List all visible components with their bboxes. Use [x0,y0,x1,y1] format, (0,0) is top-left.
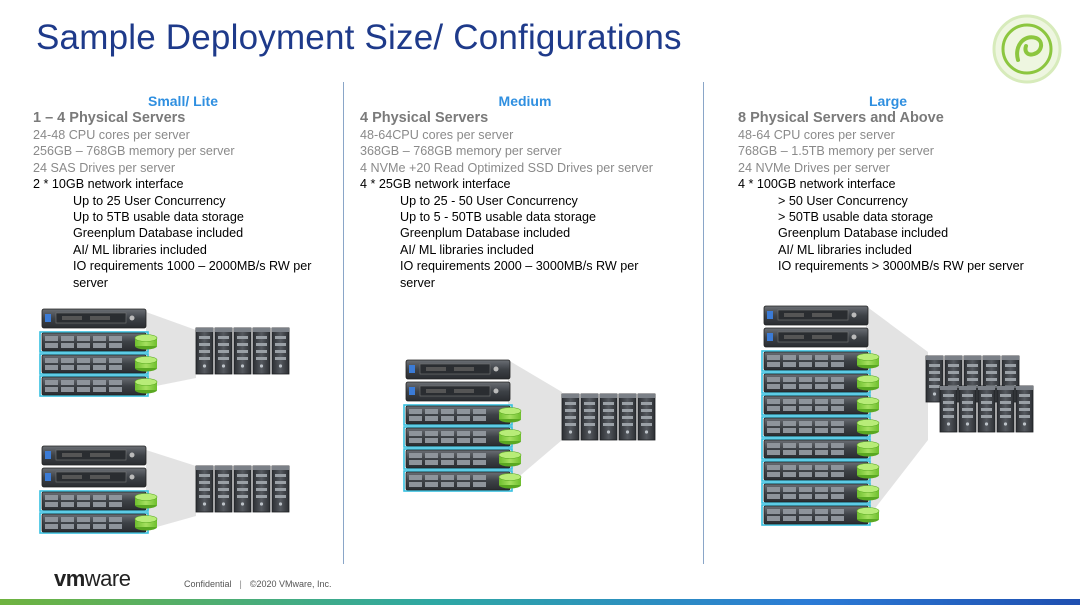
spec-cpu: 24-48 CPU cores per server [33,128,190,142]
column-large: Large 8 Physical Servers and Above 48-64… [738,92,1068,275]
spec-drives: 24 SAS Drives per server [33,160,176,175]
feature-item: Greenplum Database included [778,226,949,241]
network-interface: 4 * 100GB network interface [738,177,896,192]
column-medium: Medium 4 Physical Servers 48-64CPU cores… [360,92,690,291]
feature-item: IO requirements 1000 – 2000MB/s RW per s… [73,259,312,290]
footer-text: Confidential|©2020 VMware, Inc. [184,579,332,589]
confidential-label: Confidential [184,579,232,589]
network-interface: 2 * 10GB network interface [33,177,184,192]
server-count: 4 Physical Servers [360,110,489,126]
feature-item: Up to 5TB usable data storage [73,210,244,225]
spec-memory: 368GB – 768GB memory per server [360,144,562,159]
feature-item: > 50TB usable data storage [778,210,934,225]
bottom-gradient-bar [0,599,1080,605]
spec-memory: 768GB – 1.5TB memory per server [738,144,934,159]
column-small: Small/ Lite 1 – 4 Physical Servers 24-48… [33,92,333,291]
feature-item: Up to 25 User Concurrency [73,193,226,208]
column-divider [343,82,344,564]
tier-heading: Medium [498,93,552,109]
feature-item: AI/ ML libraries included [778,242,912,257]
feature-item: AI/ ML libraries included [400,242,534,257]
feature-list: Up to 25 User Concurrency Up to 5TB usab… [33,193,333,291]
logo-bold: vm [54,566,85,591]
spec-drives: 4 NVMe +20 Read Optimized SSD Drives per… [360,160,653,175]
feature-item: Up to 5 - 50TB usable data storage [400,210,597,225]
logo-light: ware [84,566,131,591]
server-count: 8 Physical Servers and Above [738,110,944,126]
copyright-label: ©2020 VMware, Inc. [249,579,332,589]
network-interface: 4 * 25GB network interface [360,177,511,192]
spec-cpu: 48-64 CPU cores per server [738,128,895,142]
feature-item: Greenplum Database included [73,226,244,241]
spec-memory: 256GB – 768GB memory per server [33,144,235,159]
greenplum-logo-icon [992,14,1062,84]
feature-item: Greenplum Database included [400,226,571,241]
feature-item: IO requirements 2000 – 3000MB/s RW per s… [400,259,639,290]
vmware-logo: vmware [54,566,131,592]
feature-list: Up to 25 - 50 User Concurrency Up to 5 -… [360,193,700,291]
feature-list: > 50 User Concurrency > 50TB usable data… [738,193,1068,275]
column-divider [703,82,704,564]
feature-item: > 50 User Concurrency [778,193,908,208]
spec-cpu: 48-64CPU cores per server [360,128,514,142]
feature-item: AI/ ML libraries included [73,242,207,257]
tier-heading: Small/ Lite [147,93,219,109]
tier-heading: Large [868,93,908,109]
feature-item: Up to 25 - 50 User Concurrency [400,193,578,208]
spec-drives: 24 NVMe Drives per server [738,160,890,175]
server-count: 1 – 4 Physical Servers [33,110,186,126]
slide-title: Sample Deployment Size/ Configurations [36,18,682,57]
feature-item: IO requirements > 3000MB/s RW per server [778,259,1024,274]
